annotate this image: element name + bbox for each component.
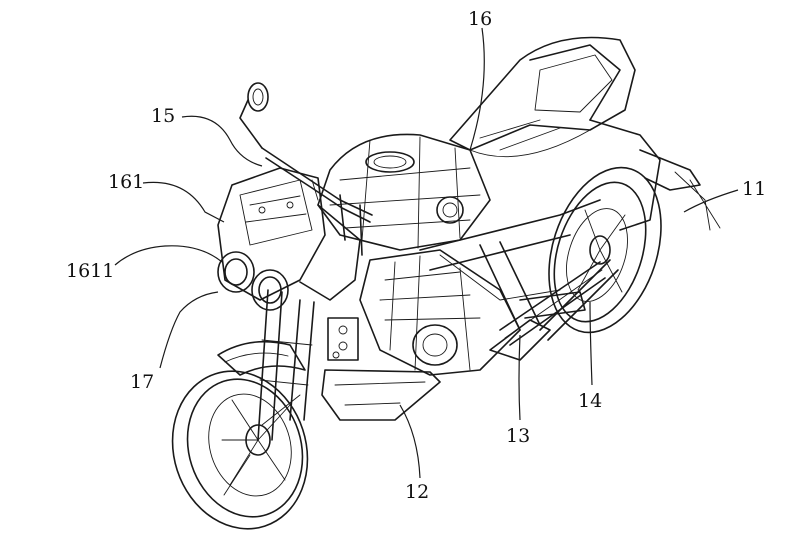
- front-fairing: [217, 167, 361, 301]
- fuel-tank: [317, 133, 491, 251]
- twin-headlights: [217, 251, 289, 311]
- handlebars: [261, 147, 373, 256]
- callout-labels: 16 15 161 1611 17 11 14 13 12: [66, 8, 766, 503]
- mirror: [239, 82, 269, 149]
- callout-14: 14: [578, 390, 602, 412]
- callout-15: 15: [151, 105, 175, 127]
- swingarm: [489, 261, 606, 361]
- callout-16: 16: [468, 8, 492, 30]
- engine: [327, 249, 521, 376]
- belly-pan: [321, 369, 441, 421]
- seat: [449, 36, 636, 158]
- rear-subframe: [589, 119, 721, 231]
- leader-lines: [114, 27, 739, 479]
- callout-13: 13: [506, 425, 530, 447]
- front-fender: [217, 340, 306, 376]
- callout-17: 17: [130, 371, 154, 393]
- callout-161: 161: [108, 171, 144, 193]
- rear-wheel: [548, 166, 662, 334]
- frame: [419, 199, 619, 341]
- front-wheel: [171, 370, 309, 530]
- front-fork: [257, 289, 315, 441]
- callout-11: 11: [742, 178, 766, 200]
- callout-12: 12: [405, 481, 429, 503]
- exhaust: [519, 291, 586, 319]
- callout-1611: 1611: [66, 260, 114, 282]
